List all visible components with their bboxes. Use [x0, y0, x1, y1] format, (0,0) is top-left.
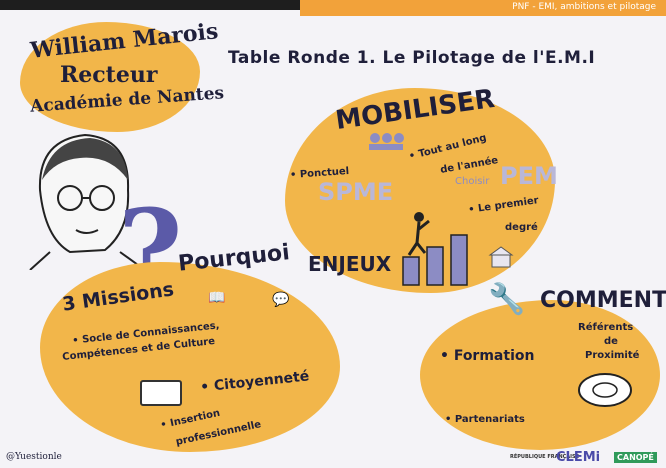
mobiliser-pem: PEM	[500, 162, 558, 190]
page-title: Table Ronde 1. Le Pilotage de l'E.M.I	[228, 48, 596, 68]
republique-logo: RÉPUBLIQUE FRANÇAISE	[510, 454, 580, 460]
speech-bubble-icon: 💬	[272, 292, 290, 308]
header-caption: PNF - EMI, ambitions et pilotage	[512, 2, 656, 12]
mobiliser-choisir: Choisir	[455, 176, 490, 187]
top-bar-dark	[0, 0, 400, 10]
comment-formation: • Formation	[440, 348, 535, 364]
mobiliser-spme: SPME	[318, 178, 394, 206]
mobiliser-premier-2: degré	[505, 222, 538, 233]
microphone-icon	[578, 373, 632, 407]
hands-icon	[369, 133, 404, 150]
comment-referents-2: de	[604, 336, 618, 347]
ticket-icon	[140, 380, 182, 406]
speaker-badge	[20, 22, 200, 132]
comment-referents-1: Référents	[578, 322, 634, 333]
comment-referents-3: Proximité	[585, 350, 640, 361]
top-bar-orange: PNF - EMI, ambitions et pilotage	[300, 0, 666, 16]
school-icon	[488, 246, 514, 268]
signature: @Yuestionle	[6, 452, 62, 462]
chart-bars-icon	[402, 212, 468, 286]
comment-blob	[420, 300, 660, 450]
clemi-logo: CLEMi	[556, 450, 601, 465]
footer: @Yuestionle RÉPUBLIQUE FRANÇAISE CLEMi C…	[0, 450, 666, 468]
speaker-role: Recteur	[60, 62, 158, 88]
comment-partenariats: • Partenariats	[445, 414, 525, 425]
pourquoi-blob	[40, 262, 340, 452]
comment-heading: COMMENT	[540, 288, 666, 313]
mobiliser-enjeux: ENJEUX	[308, 252, 392, 276]
tools-icon: 🔧	[488, 282, 526, 317]
portrait-sketch	[29, 133, 146, 270]
book-icon: 📖	[208, 290, 226, 306]
canope-logo: CANOPÉ	[614, 452, 657, 463]
